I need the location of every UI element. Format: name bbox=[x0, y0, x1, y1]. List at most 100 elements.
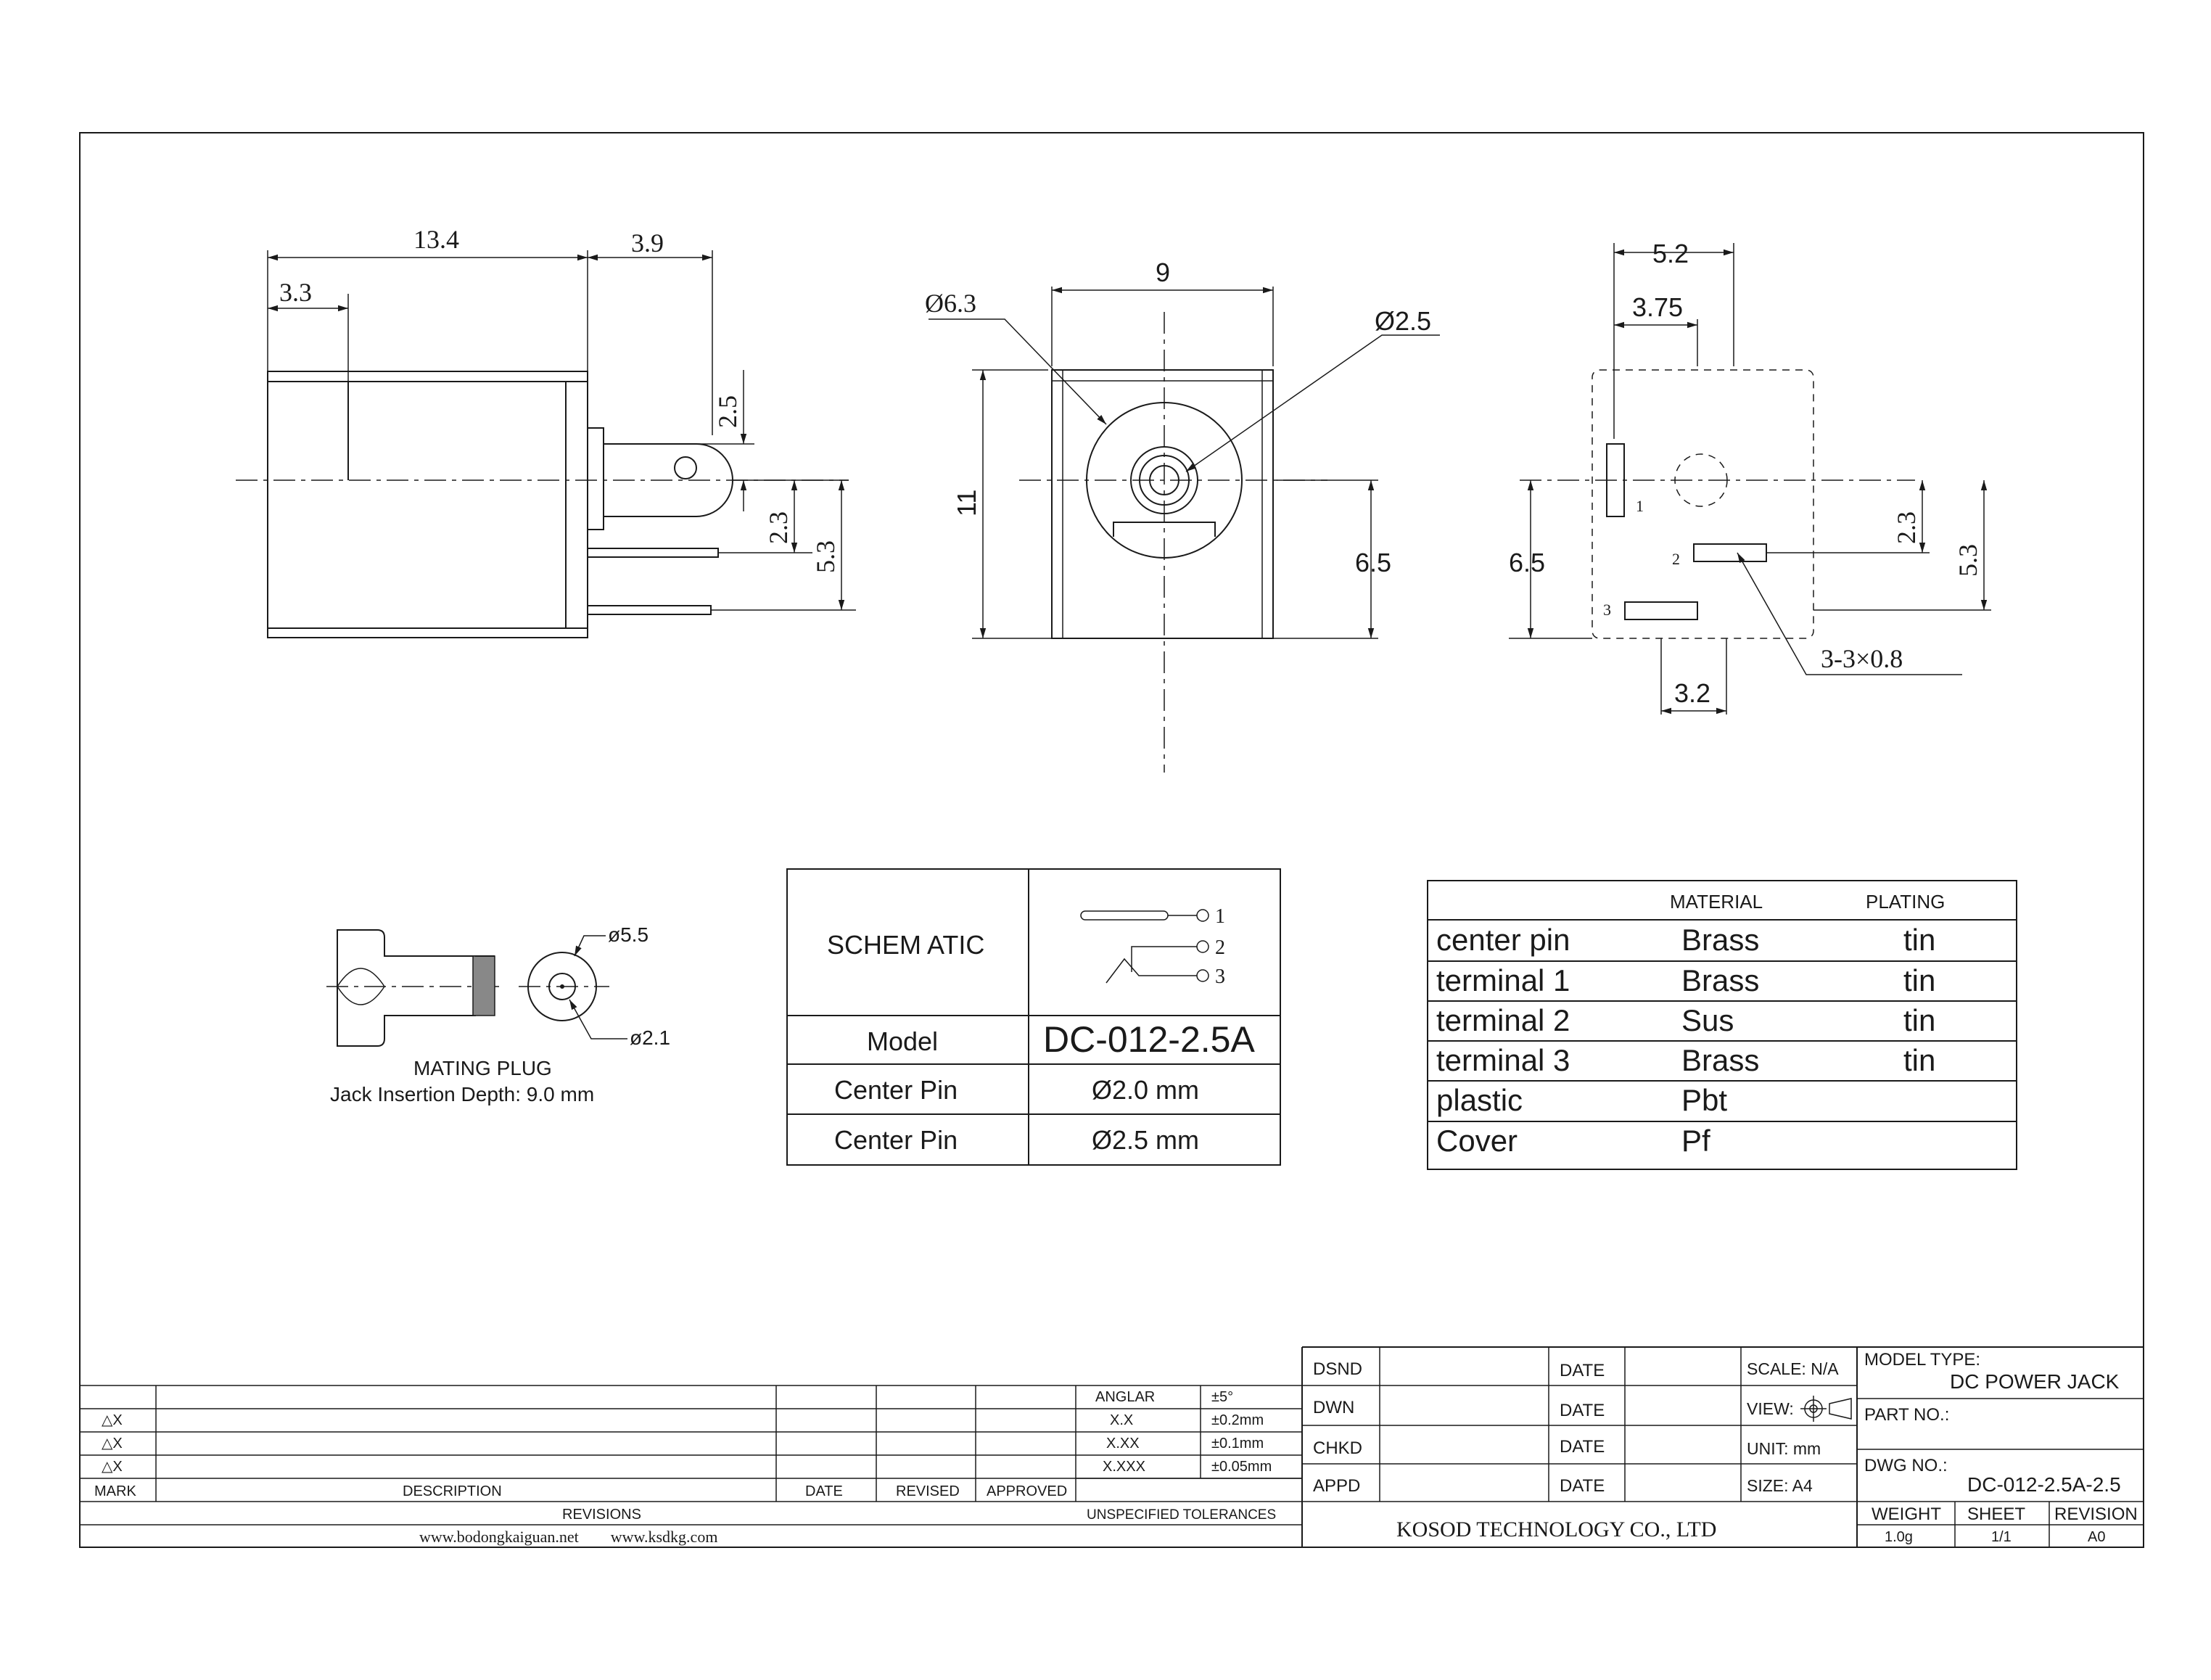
part-no-label: PART NO.: bbox=[1864, 1405, 1949, 1425]
mating-plug-title: MATING PLUG bbox=[413, 1057, 552, 1079]
tol-xxx-value: ±0.05mm bbox=[1211, 1459, 1272, 1475]
material-part: Cover bbox=[1436, 1124, 1518, 1158]
schematic-pin-3: 3 bbox=[1215, 965, 1225, 988]
col-approved: APPROVED bbox=[987, 1483, 1067, 1499]
material-part: terminal 3 bbox=[1436, 1043, 1570, 1077]
dim-13-4: 13.4 bbox=[413, 225, 459, 254]
material-value: Brass bbox=[1681, 1043, 1759, 1077]
material-value: Brass bbox=[1681, 963, 1759, 997]
insertion-depth: Jack Insertion Depth: 9.0 mm bbox=[330, 1083, 594, 1105]
size-label: SIZE: A4 bbox=[1747, 1476, 1813, 1495]
schematic-pin-2: 2 bbox=[1215, 936, 1225, 959]
dim-5-3: 5.3 bbox=[811, 540, 840, 573]
title-block: DSND DWN CHKD APPD DATE DATE DATE DATE S… bbox=[1301, 1346, 2144, 1547]
dim-3-75: 3.75 bbox=[1632, 292, 1683, 322]
dim-6-5-front: 6.5 bbox=[1355, 548, 1391, 577]
revision-label: REVISION bbox=[2054, 1504, 2138, 1524]
tol-x-label: X.X bbox=[1110, 1412, 1133, 1428]
date-label-4: DATE bbox=[1560, 1476, 1605, 1496]
material-header: MATERIAL bbox=[1670, 891, 1763, 913]
side-view: 13.4 3.9 3.3 2.5 2.3 5.3 bbox=[236, 225, 856, 638]
col-description: DESCRIPTION bbox=[403, 1483, 502, 1499]
dim-6-5-rear: 6.5 bbox=[1509, 548, 1545, 577]
plating-header: PLATING bbox=[1866, 891, 1945, 913]
center-pin-label-2: Center Pin bbox=[834, 1125, 958, 1155]
center-pin-label-1: Center Pin bbox=[834, 1075, 958, 1105]
rev-mark-1: △X bbox=[102, 1412, 123, 1428]
sign-chkd: CHKD bbox=[1313, 1438, 1362, 1458]
schematic-label: SCHEM ATIC bbox=[827, 930, 984, 960]
material-value: Pf bbox=[1681, 1124, 1710, 1158]
material-part: terminal 2 bbox=[1436, 1003, 1570, 1037]
sheet-label: SHEET bbox=[1967, 1504, 2025, 1524]
dim-5-3-rear: 5.3 bbox=[1953, 544, 1983, 577]
dim-3-3x0-8: 3-3×0.8 bbox=[1821, 644, 1903, 673]
dim-9: 9 bbox=[1156, 258, 1170, 287]
col-mark: MARK bbox=[94, 1483, 136, 1499]
unspecified-tolerances-label: UNSPECIFIED TOLERANCES bbox=[1087, 1507, 1276, 1523]
plug-dia-2-1: ø2.1 bbox=[630, 1026, 670, 1049]
material-value: Sus bbox=[1681, 1003, 1734, 1037]
front-view: 9 Ø6.3 Ø2.5 11 6.5 bbox=[925, 258, 1440, 773]
dim-11: 11 bbox=[952, 490, 981, 516]
dim-2-5: 2.5 bbox=[713, 395, 742, 428]
pin-label-2: 2 bbox=[1672, 550, 1680, 568]
schematic-table: SCHEM ATIC 1 2 3 Model DC-012-2.5A Cente… bbox=[786, 868, 1281, 1166]
pin-label-1: 1 bbox=[1636, 497, 1644, 515]
material-part: center pin bbox=[1436, 923, 1570, 957]
pin-label-3: 3 bbox=[1603, 601, 1611, 619]
view-label: VIEW: bbox=[1747, 1399, 1794, 1418]
dwg-no-value: DC-012-2.5A-2.5 bbox=[1967, 1473, 2121, 1496]
sign-dsnd: DSND bbox=[1313, 1359, 1362, 1379]
sign-dwn: DWN bbox=[1313, 1398, 1354, 1417]
dim-dia-2-5: Ø2.5 bbox=[1375, 306, 1431, 336]
dim-5-2: 5.2 bbox=[1652, 239, 1689, 268]
material-part: terminal 1 bbox=[1436, 963, 1570, 997]
tol-xx-value: ±0.1mm bbox=[1211, 1436, 1264, 1452]
col-revised: REVISED bbox=[896, 1483, 960, 1499]
material-plating: tin bbox=[1903, 963, 1935, 997]
plug-dia-5-5: ø5.5 bbox=[608, 923, 649, 946]
sign-appd: APPD bbox=[1313, 1476, 1360, 1496]
center-pin-value-2: Ø2.5 mm bbox=[1092, 1125, 1199, 1155]
rear-view: 5.2 3.75 2.3 5.3 6.5 3.2 3-3×0.8 1 2 3 bbox=[1509, 239, 1991, 715]
revisions-block: ANGLAR ±5° X.X ±0.2mm X.XX ±0.1mm X.XXX … bbox=[80, 1385, 1302, 1546]
material-value: Pbt bbox=[1681, 1083, 1727, 1117]
model-value: DC-012-2.5A bbox=[1043, 1019, 1255, 1060]
rev-mark-3: △X bbox=[102, 1459, 123, 1475]
dim-3-2: 3.2 bbox=[1674, 678, 1710, 708]
center-pin-value-1: Ø2.0 mm bbox=[1092, 1075, 1199, 1105]
tol-xxx-label: X.XXX bbox=[1103, 1459, 1145, 1475]
schematic-pin-1: 1 bbox=[1215, 905, 1225, 928]
model-type-label: MODEL TYPE: bbox=[1864, 1350, 1980, 1370]
tol-angular-value: ±5° bbox=[1211, 1389, 1233, 1405]
weight-value: 1.0g bbox=[1885, 1529, 1913, 1545]
date-label-2: DATE bbox=[1560, 1401, 1605, 1420]
date-label-1: DATE bbox=[1560, 1361, 1605, 1380]
material-plating: tin bbox=[1903, 923, 1935, 957]
date-label-3: DATE bbox=[1560, 1437, 1605, 1457]
dwg-no-label: DWG NO.: bbox=[1864, 1456, 1948, 1475]
col-date: DATE bbox=[805, 1483, 843, 1499]
weight-label: WEIGHT bbox=[1872, 1504, 1941, 1524]
revisions-label: REVISIONS bbox=[562, 1507, 641, 1523]
revision-value: A0 bbox=[2088, 1529, 2105, 1545]
drawing-border bbox=[79, 132, 2144, 1548]
dim-2-3: 2.3 bbox=[764, 511, 793, 544]
material-part: plastic bbox=[1436, 1083, 1523, 1117]
material-plating: tin bbox=[1903, 1043, 1935, 1077]
sheet-value: 1/1 bbox=[1991, 1529, 2012, 1545]
tol-xx-label: X.XX bbox=[1106, 1436, 1140, 1452]
dim-dia-6-3: Ø6.3 bbox=[925, 289, 976, 318]
scale-label: SCALE: N/A bbox=[1747, 1359, 1839, 1378]
material-value: Brass bbox=[1681, 923, 1759, 957]
projection-symbol-icon bbox=[1800, 1396, 1852, 1422]
websites: www.bodongkaiguan.net www.ksdkg.com bbox=[419, 1528, 717, 1546]
dim-2-3-rear: 2.3 bbox=[1892, 511, 1921, 544]
dim-3-9: 3.9 bbox=[631, 228, 664, 258]
material-plating: tin bbox=[1903, 1003, 1935, 1037]
model-type-value: DC POWER JACK bbox=[1950, 1370, 2120, 1393]
model-label: Model bbox=[867, 1026, 938, 1056]
